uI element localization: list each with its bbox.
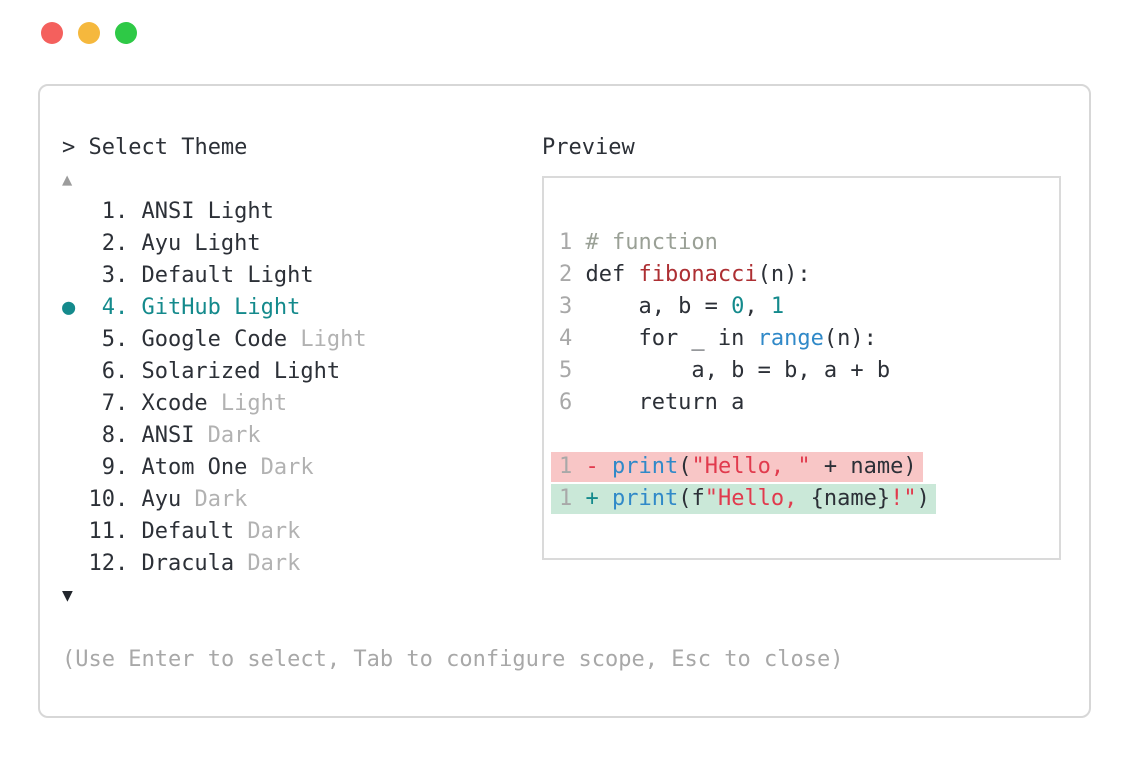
theme-picker-window: > Select Theme ▲ 1.ANSI Light 2.Ayu Light… (38, 84, 1091, 718)
prompt-caret: > (62, 135, 76, 160)
line-number: 5 (559, 358, 573, 383)
scroll-up-icon[interactable]: ▲ (62, 170, 73, 190)
theme-selector-panel: > Select Theme ▲ 1.ANSI Light 2.Ayu Light… (62, 132, 1022, 676)
close-window-button[interactable] (41, 22, 63, 44)
minimize-window-button[interactable] (78, 22, 100, 44)
theme-list-item[interactable]: 12.Dracula Dark (88, 551, 301, 576)
keyboard-hint: (Use Enter to select, Tab to configure s… (62, 647, 844, 672)
theme-list-item[interactable]: 7.Xcode Light (101, 391, 288, 416)
theme-list-item[interactable]: 1.ANSI Light (101, 199, 274, 224)
code-line: 3 a, b = 0, 1 (559, 291, 1049, 323)
line-number: 4 (559, 326, 573, 351)
spacer (62, 612, 1022, 644)
line-number: 1 (559, 230, 573, 255)
selected-bullet-icon: ● (62, 295, 76, 320)
theme-list-item[interactable]: 2.Ayu Light (101, 231, 261, 256)
line-number: 2 (559, 262, 573, 287)
theme-list-item[interactable]: 8.ANSI Dark (101, 423, 261, 448)
diff-line-add: 1+ print(f"Hello, {name}!") (551, 483, 1049, 515)
window-controls (41, 22, 137, 44)
theme-list-item[interactable]: 10.Ayu Dark (88, 487, 248, 512)
code-line: 6 return a (559, 387, 1049, 419)
theme-list-item[interactable]: 5.Google Code Light (101, 327, 367, 352)
code-line (559, 419, 1049, 451)
line-number: 1 (559, 454, 573, 479)
theme-list-item[interactable]: 9.Atom One Dark (101, 455, 314, 480)
theme-list-item-selected[interactable]: ●4.GitHub Light (62, 292, 1022, 324)
zoom-window-button[interactable] (115, 22, 137, 44)
prompt-header: > Select Theme (62, 132, 1022, 164)
code-line: 4 for _ in range(n): (559, 323, 1049, 355)
line-number: 1 (559, 486, 573, 511)
preview-title: Preview (542, 135, 635, 160)
line-number: 6 (559, 390, 573, 415)
code-line: 5 a, b = b, a + b (559, 355, 1049, 387)
code-line: 1# function (559, 227, 1049, 259)
scroll-down-icon[interactable]: ▼ (62, 585, 73, 606)
theme-list-item[interactable]: 3.Default Light (101, 263, 314, 288)
diff-line-del: 1- print("Hello, " + name) (551, 451, 1049, 483)
prompt-title: Select Theme (88, 135, 248, 160)
line-number: 3 (559, 294, 573, 319)
theme-list-item[interactable]: 11.Default Dark (88, 519, 301, 544)
theme-list-item[interactable]: 6.Solarized Light (101, 359, 341, 384)
